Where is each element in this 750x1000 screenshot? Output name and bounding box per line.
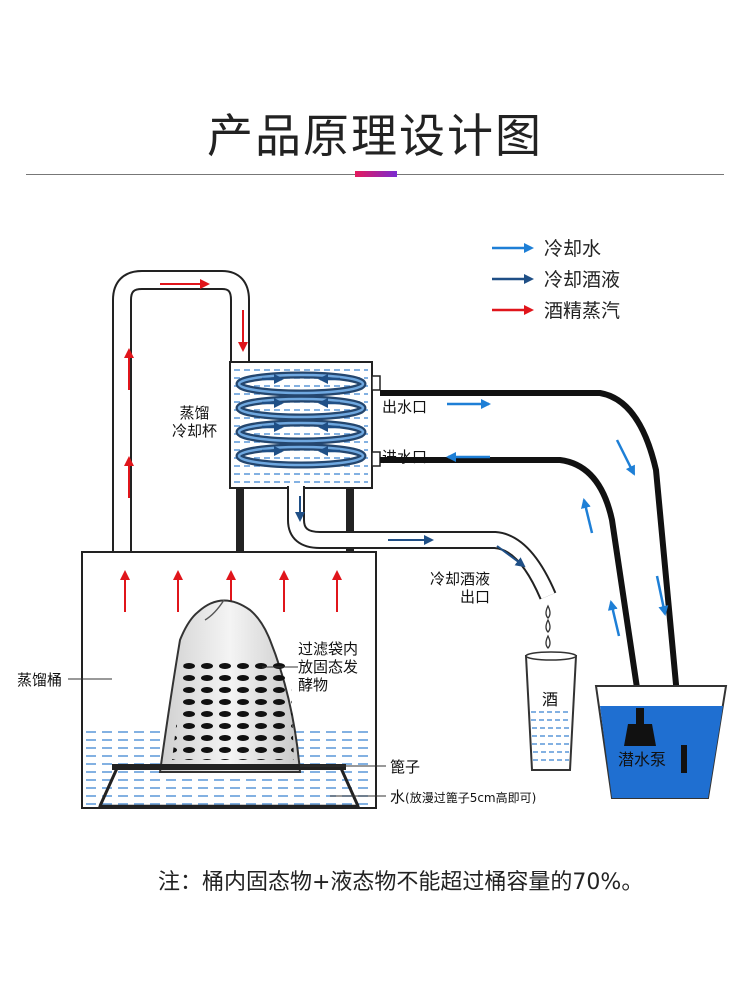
liquor-outlet-label: 冷却酒液 出口 — [429, 570, 490, 606]
pump-label: 潜水泵 — [618, 750, 667, 769]
water-hoses — [380, 390, 687, 771]
legend-label: 冷却水 — [544, 238, 602, 260]
legend-item-alcohol-vapor: 酒精蒸汽 — [490, 294, 620, 325]
submersible-pump — [624, 708, 656, 746]
filter-bag — [158, 599, 302, 773]
filter-bag-label: 过滤袋内 放固态发 酵物 — [298, 640, 359, 694]
title-accent-bar — [355, 171, 397, 177]
legend: 冷却水 冷却酒液 酒精蒸汽 — [490, 232, 620, 325]
vapor-arrows — [124, 279, 248, 498]
cooling-cup — [229, 361, 381, 489]
page-title: 产品原理设计图 — [207, 109, 543, 163]
liquor-glass — [524, 651, 578, 771]
blue-arrow-icon — [492, 242, 534, 253]
cooling-cup-label: 蒸馏 冷却杯 — [172, 404, 218, 440]
outlet-hose-end — [681, 745, 687, 773]
glass-label: 酒 — [542, 690, 559, 709]
barrel-label: 蒸馏桶 — [17, 671, 63, 689]
steamer-rack — [98, 764, 360, 808]
water-outlet-label: 出水口 — [382, 398, 428, 416]
navy-arrow-icon — [492, 273, 534, 284]
red-arrow-icon — [492, 304, 534, 315]
liquor-outlet-pipe — [287, 486, 557, 600]
legend-item-cooled-liquor: 冷却酒液 — [490, 263, 620, 294]
legend-label: 冷却酒液 — [544, 269, 621, 291]
water-label: 水(放漫过篦子5cm高即可) — [390, 788, 537, 806]
legend-item-cooling-water: 冷却水 — [490, 232, 620, 263]
steamer-label: 篦子 — [390, 758, 421, 776]
legend-label: 酒精蒸汽 — [544, 300, 621, 322]
liquor-drops — [545, 604, 551, 649]
water-inlet-label: 进水口 — [382, 448, 428, 466]
capacity-note: 注：桶内固态物+液态物不能超过桶容量的70%。 — [158, 870, 644, 895]
vapor-pipe — [112, 270, 250, 552]
cup-support-right — [346, 488, 354, 552]
label-leaders — [68, 666, 386, 797]
bucket — [594, 685, 728, 799]
cup-support-left — [236, 488, 244, 552]
